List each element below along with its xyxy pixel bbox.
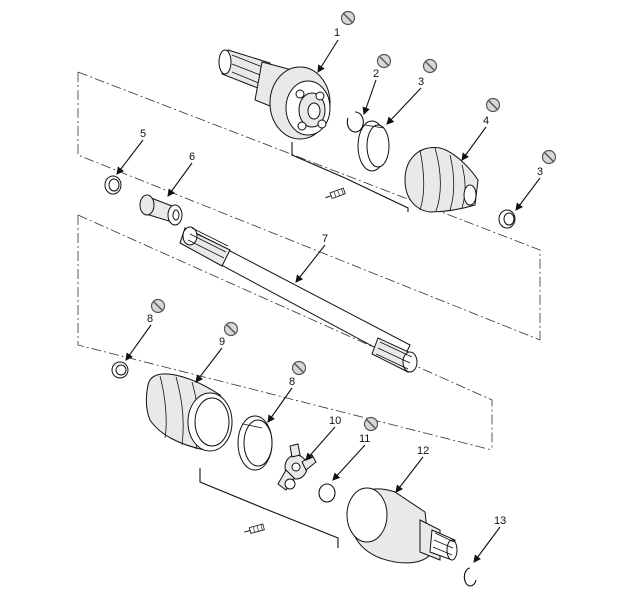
- assembly-guide-lines: [77, 71, 541, 451]
- part-6-dynamic-damper: [139, 194, 183, 226]
- part-2-circlip: [346, 111, 364, 133]
- prohibited-circle-icon: [150, 298, 166, 314]
- label-part-4: 4: [483, 115, 489, 127]
- label-part-11: 11: [359, 433, 370, 445]
- part-4-boot-upper: [404, 147, 479, 213]
- label-part-13: 13: [494, 515, 506, 527]
- part-13-circlip: [463, 567, 477, 587]
- prohibited-circle-icon: [363, 416, 379, 432]
- part-8-boot-band-lower: [237, 415, 273, 471]
- part-5-boot-band-inner: [104, 175, 122, 195]
- kit-bracket-upper: [291, 142, 409, 212]
- label-part-2: 2: [373, 68, 379, 80]
- part-1-outer-joint: [218, 49, 331, 140]
- part-9-boot-lower: [145, 373, 233, 452]
- label-part-9: 9: [219, 336, 225, 348]
- part-3-boot-band-upper: [357, 120, 390, 172]
- prohibited-circle-icon: [485, 97, 501, 113]
- prohibited-circle-icon: [340, 10, 356, 26]
- part-3-boot-band-small-upper: [498, 209, 516, 229]
- label-part-5: 5: [140, 128, 146, 140]
- prohibited-circle-icons: [150, 10, 557, 432]
- grease-tube-icon: [325, 187, 346, 200]
- label-part-6: 6: [189, 151, 195, 163]
- kit-bracket-lower: [199, 468, 339, 548]
- part-8-boot-band-small-lower: [111, 361, 129, 379]
- label-part-12: 12: [417, 445, 429, 457]
- part-10-spider-assembly: [277, 443, 317, 491]
- label-part-8: 8: [147, 313, 153, 325]
- leader-lines: [116, 39, 541, 563]
- part-12-inner-joint: [346, 487, 458, 564]
- label-part-7: 7: [322, 233, 328, 245]
- label-part-10: 10: [329, 415, 341, 427]
- label-part-8: 8: [289, 376, 295, 388]
- prohibited-circle-icon: [541, 149, 557, 165]
- label-part-3: 3: [537, 166, 543, 178]
- prohibited-circle-icon: [422, 58, 438, 74]
- prohibited-circle-icon: [376, 53, 392, 69]
- part-labels: 1 2 3 4 3 5 6 7 8 9 8 10 11 12 13: [140, 27, 543, 527]
- prohibited-circle-icon: [291, 360, 307, 376]
- part-7-drive-shaft: [179, 226, 418, 373]
- label-part-3: 3: [418, 76, 424, 88]
- prohibited-circle-icon: [223, 321, 239, 337]
- grease-tube-icon: [244, 523, 265, 534]
- part-11-circlip: [318, 483, 336, 503]
- label-part-1: 1: [334, 27, 340, 39]
